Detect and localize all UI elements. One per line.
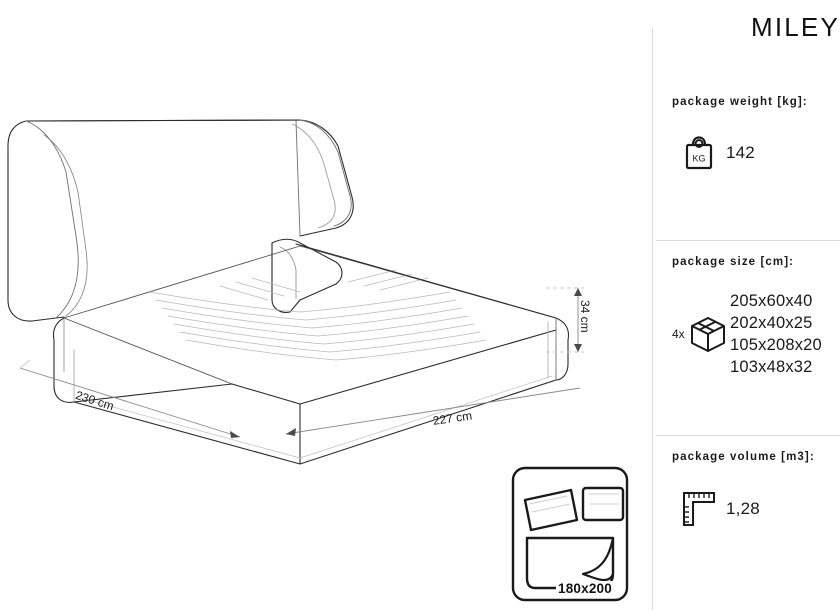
package-size-value: 103x48x32 xyxy=(730,358,813,377)
weight-icon-slot: KG xyxy=(672,134,726,172)
bed-line-drawing xyxy=(7,119,584,465)
page-title: MILEY xyxy=(750,12,840,42)
section-divider-2 xyxy=(656,435,840,436)
ruler-icon-slot xyxy=(672,489,726,529)
box-icon-slot: 4x xyxy=(672,313,730,355)
dimension-label-height: 34 cm xyxy=(578,300,592,333)
section-package-weight: package weight [kg]: KG 142 xyxy=(672,96,840,172)
volume-value: 1,28 xyxy=(726,498,760,518)
section-package-volume: package volume [m3]: xyxy=(672,451,840,529)
section-label-weight: package weight [kg]: xyxy=(672,96,808,108)
weight-bag-icon: KG xyxy=(685,136,713,170)
bed-illustration: 230 cm 227 cm 34 cm 180x200 xyxy=(7,119,629,602)
package-size-value: 202x40x25 xyxy=(730,314,813,333)
section-divider-1 xyxy=(656,240,840,241)
section-label-size: package size [cm]: xyxy=(672,256,795,268)
mattress-size-label: 180x200 xyxy=(556,581,614,596)
weight-icon-unit-text: KG xyxy=(692,154,705,164)
volume-values: 1,28 xyxy=(726,499,760,519)
weight-values: 142 xyxy=(726,143,755,163)
panel-vertical-divider xyxy=(652,28,653,610)
weight-value: 142 xyxy=(726,142,755,162)
package-count-badge: 4x xyxy=(672,327,685,342)
package-size-value: 205x60x40 xyxy=(730,292,813,310)
ruler-square-icon xyxy=(683,492,715,526)
package-size-value: 105x208x20 xyxy=(730,336,822,355)
section-package-size: package size [cm]: 4x 2 xyxy=(672,256,840,378)
cardboard-box-icon xyxy=(690,317,725,353)
section-label-volume: package volume [m3]: xyxy=(672,451,815,463)
package-size-values: 205x60x40 202x40x25 105x208x20 103x48x32 xyxy=(730,290,822,378)
specification-panel: MILEY package weight [kg]: KG 142 xyxy=(620,0,840,610)
